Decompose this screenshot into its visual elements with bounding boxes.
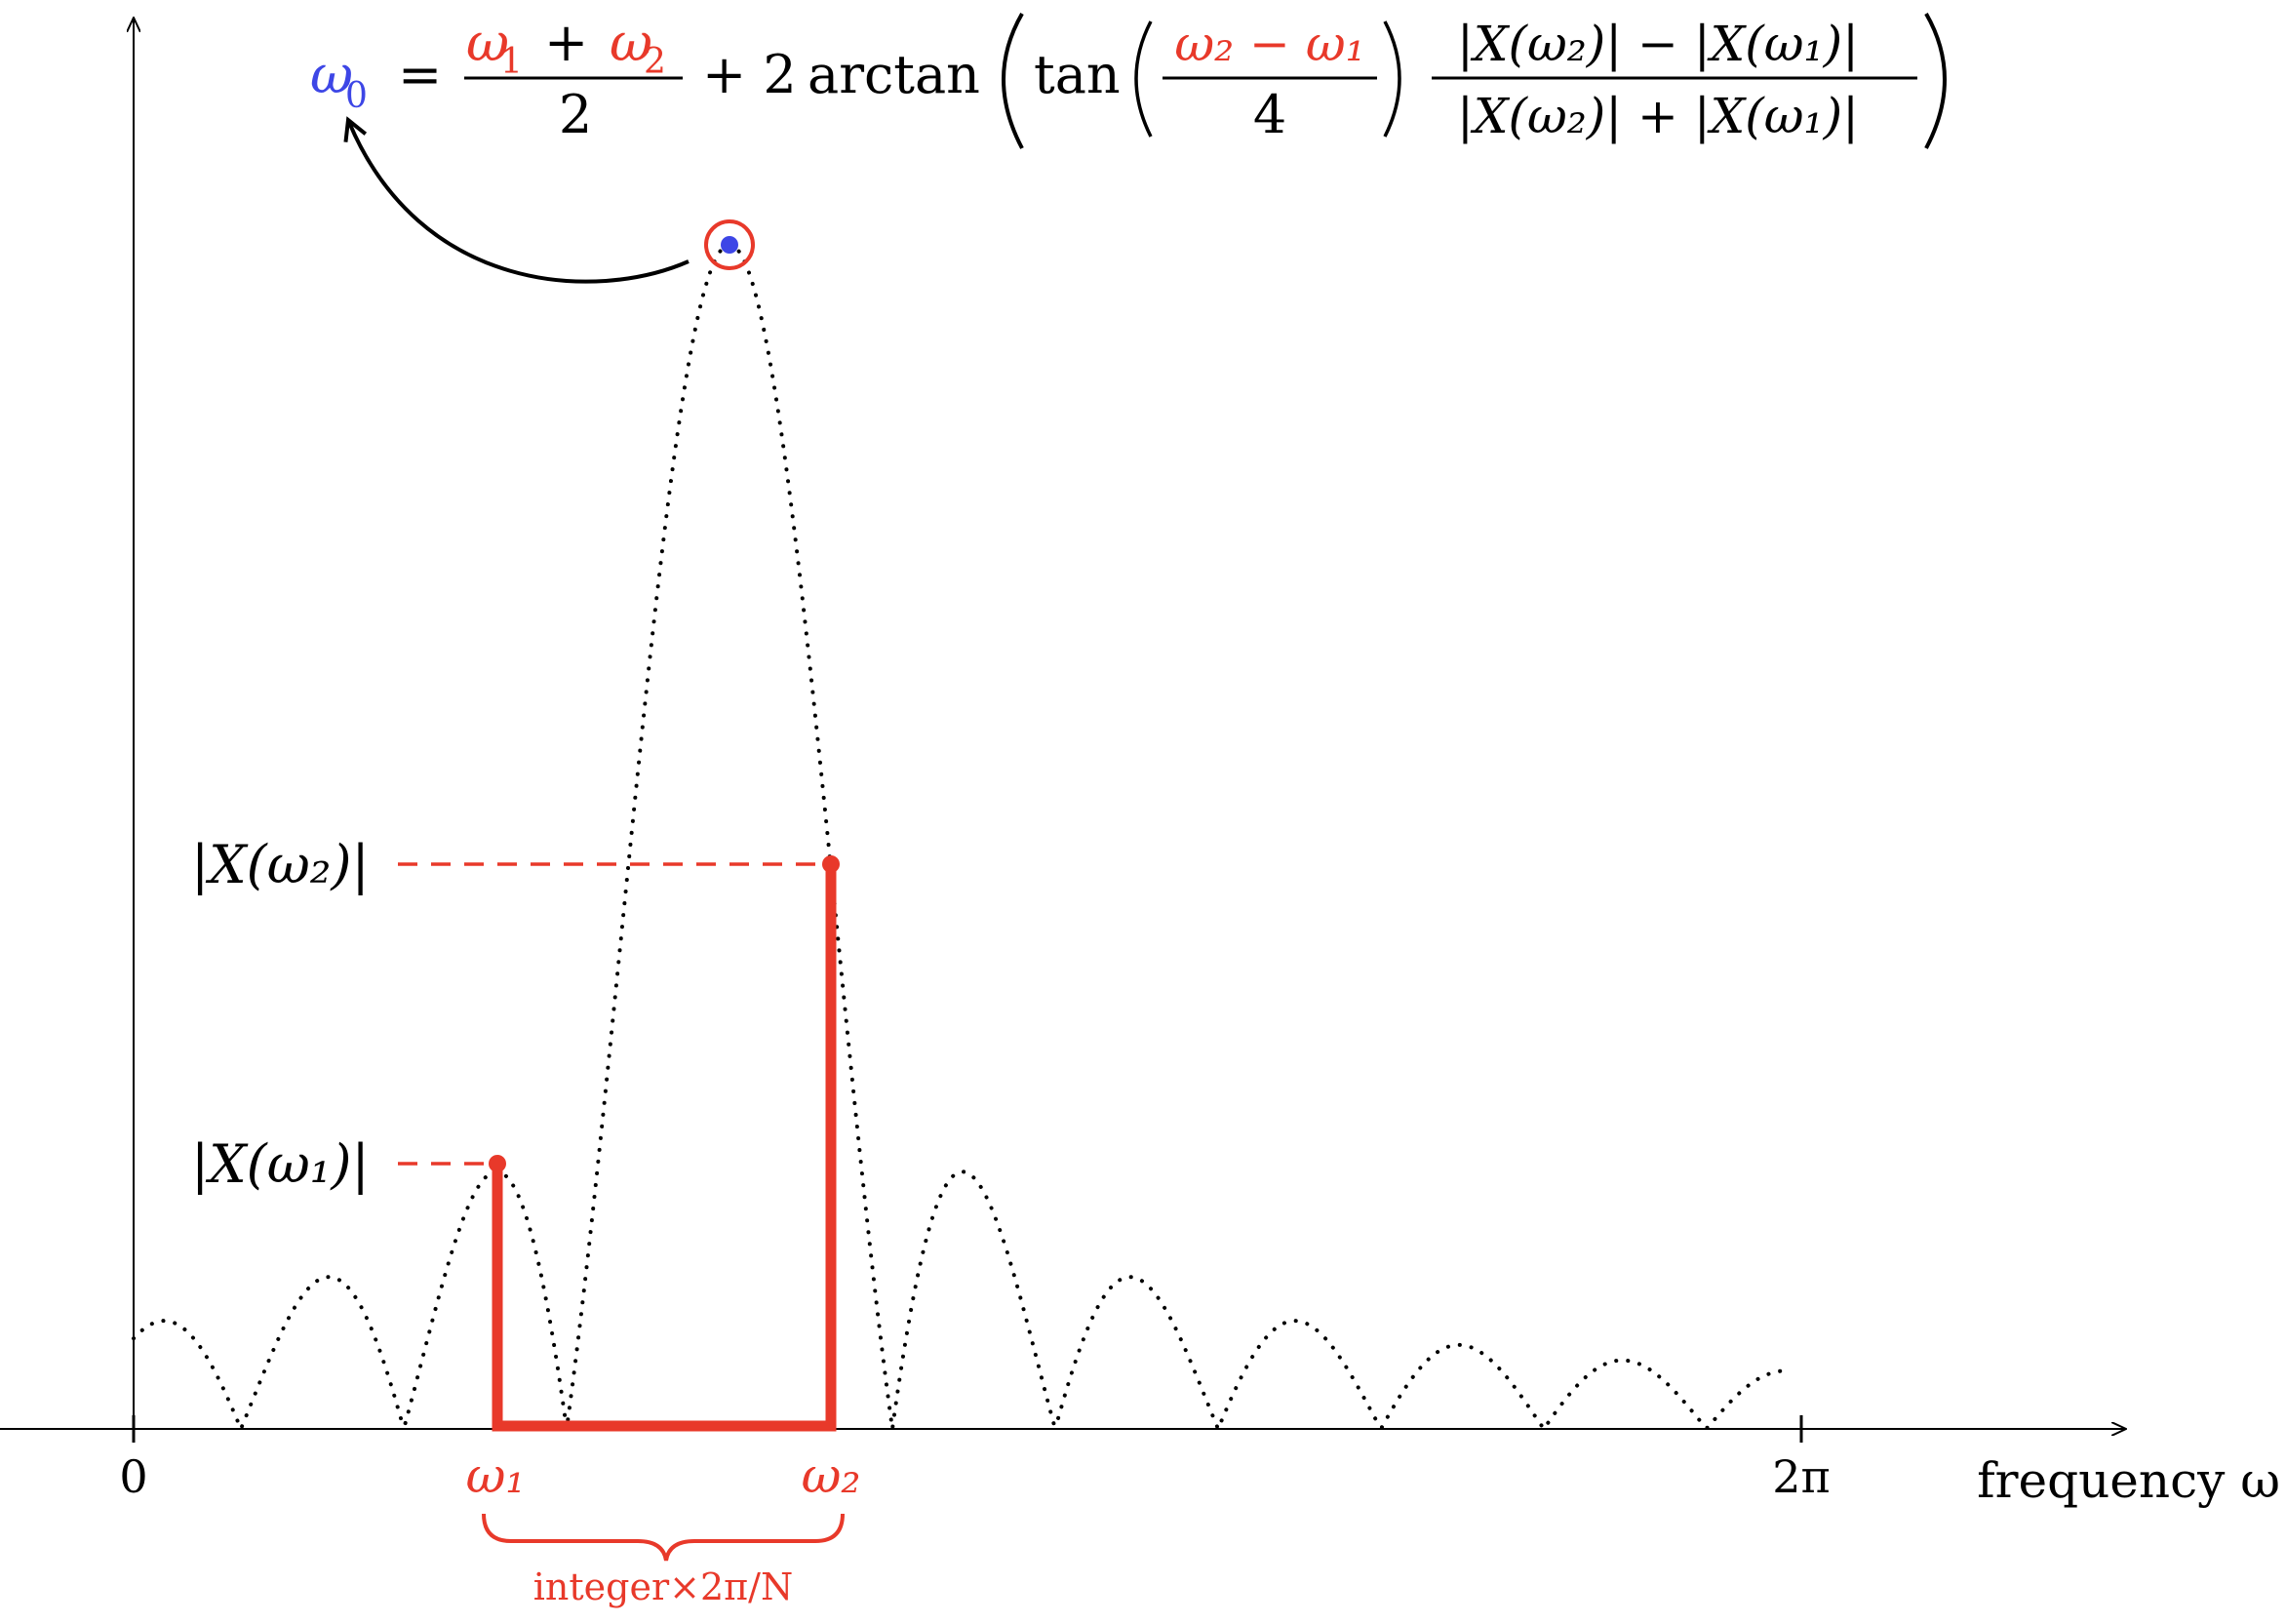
frac3-den: |X(ω₂)| + |X(ω₁)| xyxy=(1457,88,1859,144)
label-mag-w1: |X(ω₁)| xyxy=(191,1133,370,1195)
bin-bracket xyxy=(492,864,837,1432)
label-omega2: ω₂ xyxy=(802,1447,861,1504)
x-axis-label: frequency ω xyxy=(1977,1452,2280,1509)
brace xyxy=(482,1513,845,1562)
big-paren-right xyxy=(1924,13,1947,149)
label-omega1: ω₁ xyxy=(466,1447,526,1504)
frac2-den: 4 xyxy=(1253,84,1286,145)
bin-w2-dot xyxy=(822,855,840,873)
bin-w1-dot xyxy=(489,1155,506,1172)
formula-lhs: ω xyxy=(310,44,353,105)
brace-caption: integer×2π/N xyxy=(533,1565,793,1608)
formula-lhs-sub: 0 xyxy=(345,76,368,116)
formula: ω 0 = ω 1 + ω 2 2 + 2 arctan tan ω₂ − ω₁… xyxy=(310,12,1947,149)
frac1-num-a-sub: 1 xyxy=(500,42,523,82)
formula-eq: = xyxy=(398,44,442,105)
formula-arctan: arctan xyxy=(808,44,980,105)
x-tick-label-2pi: 2π xyxy=(1772,1450,1831,1503)
frac1-num-b-sub: 2 xyxy=(644,42,666,82)
spectrum-curve xyxy=(132,243,1786,1435)
paren-left xyxy=(1134,20,1153,138)
x-tick-label-0: 0 xyxy=(119,1450,147,1503)
frac2-num: ω₂ − ω₁ xyxy=(1174,16,1364,72)
peak-dot xyxy=(721,236,738,254)
formula-tan: tan xyxy=(1034,44,1121,105)
label-mag-w2: |X(ω₂)| xyxy=(191,834,370,895)
peak-ring xyxy=(704,219,755,270)
paren-right xyxy=(1383,20,1401,138)
frac1-num-a: ω xyxy=(466,12,509,73)
frac1-num-plus: + xyxy=(544,12,588,73)
peak-arrow xyxy=(348,120,690,284)
frac1-num-b: ω xyxy=(610,12,652,73)
big-paren-left xyxy=(1002,13,1024,149)
frac3-num: |X(ω₂)| − |X(ω₁)| xyxy=(1457,16,1859,72)
frac1-den: 2 xyxy=(559,84,592,145)
formula-plus-2: + 2 xyxy=(702,44,797,105)
